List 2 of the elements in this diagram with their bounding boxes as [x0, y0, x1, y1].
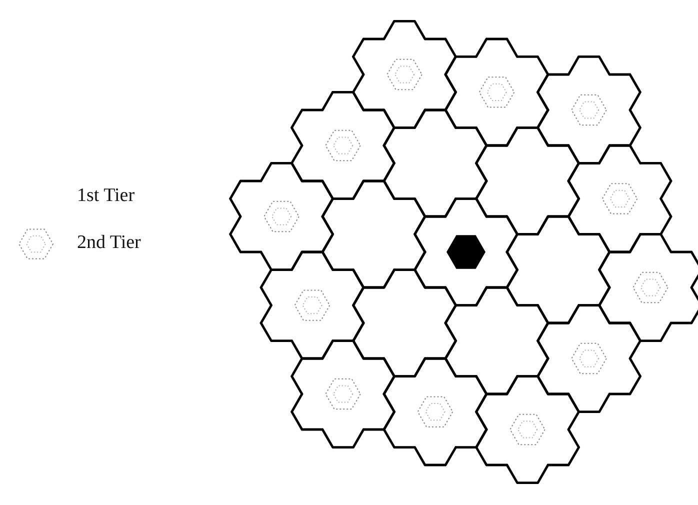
legend-label: 2nd Tier — [77, 232, 141, 254]
legend-label: 1st Tier — [77, 185, 135, 207]
